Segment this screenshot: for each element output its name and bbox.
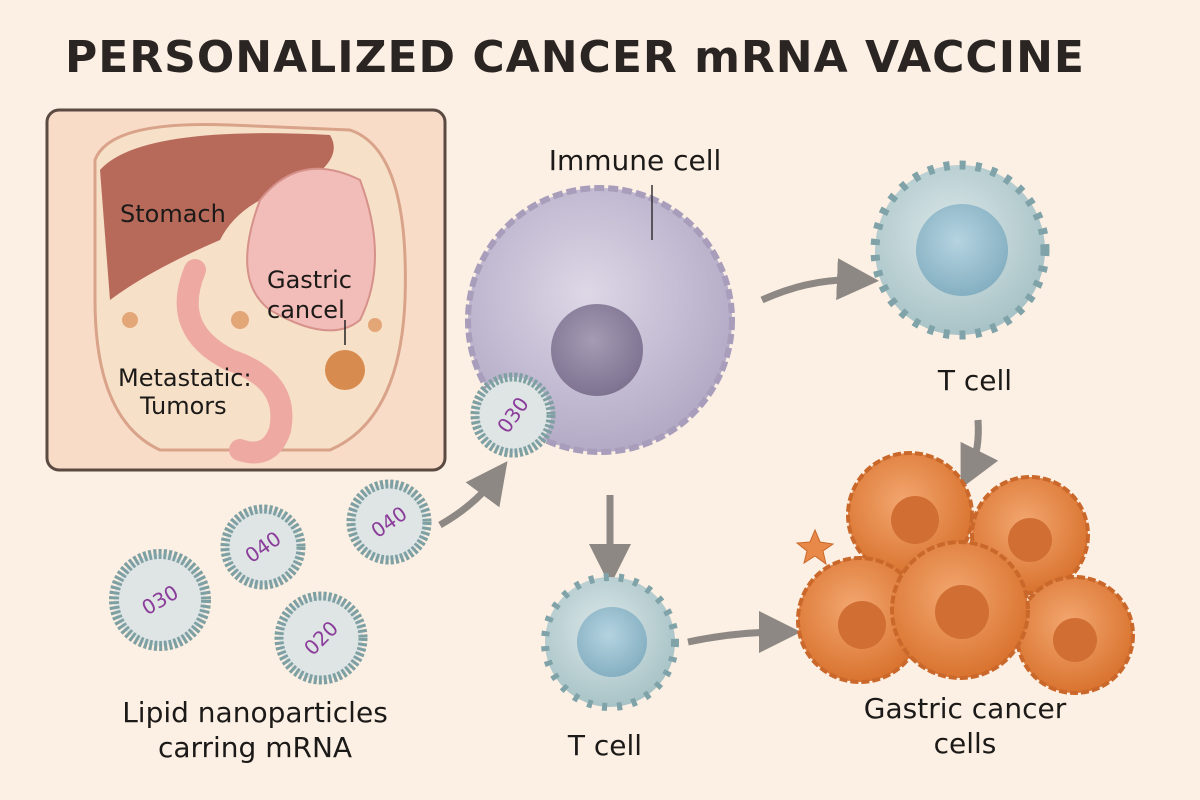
t-cell-top-label: T cell	[937, 364, 1012, 397]
process-arrows	[438, 258, 999, 654]
tumor-shape	[325, 350, 365, 390]
metastatic-label-1: Metastatic:	[118, 364, 252, 392]
cancer-cells	[795, 451, 1135, 695]
t-cell-bottom	[541, 573, 679, 711]
gastric-cancer-label-2: cancel	[267, 296, 345, 324]
t-cell-top	[870, 160, 1050, 340]
cancer-label-1: Gastric cancer	[864, 692, 1067, 725]
nanoparticle: 030	[109, 549, 211, 651]
lipid-label-1: Lipid nanoparticles	[122, 696, 388, 729]
nanoparticle: 030	[470, 372, 556, 458]
liver-shape	[100, 133, 334, 300]
immune-cell-label: Immune cell	[549, 144, 722, 177]
nanoparticle: 040	[220, 504, 306, 590]
cancer-label-2: cells	[934, 727, 997, 760]
anatomy-inset: Stomach Gastric cancel Metastatic: Tumor…	[45, 108, 447, 472]
stomach-shape	[246, 167, 376, 332]
burst-icon	[795, 528, 835, 566]
gastric-cancer-label-1: Gastric	[267, 266, 352, 294]
t-cell-bottom-label: T cell	[567, 729, 642, 762]
lipid-nanoparticles: 030 040 040 020 030	[109, 372, 556, 685]
nanoparticle: 020	[274, 591, 368, 685]
lipid-label-2: carring mRNA	[158, 731, 352, 764]
nanoparticle: 040	[346, 479, 432, 565]
metastatic-label-2: Tumors	[139, 392, 227, 420]
page-title: PERSONALIZED CANCER mRNA VACCINE	[65, 32, 1085, 83]
intestine-shape	[176, 259, 293, 464]
stomach-label: Stomach	[120, 200, 226, 228]
